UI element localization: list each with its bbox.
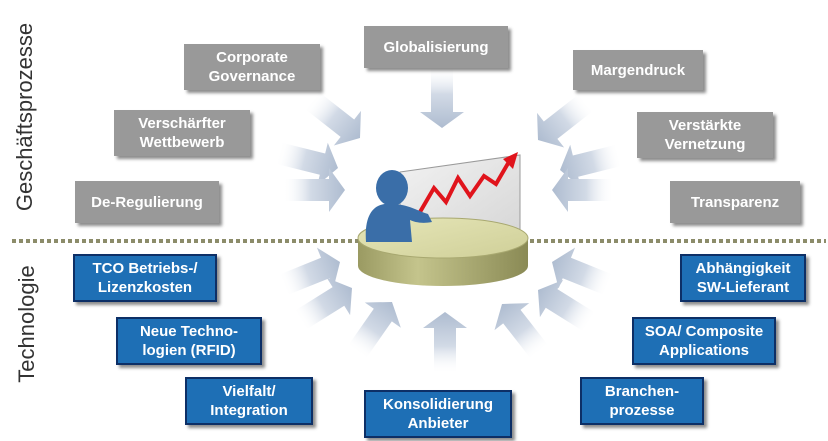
driver-line1: Branchen- xyxy=(604,383,680,400)
driver-margendruck: Margendruck xyxy=(573,50,703,90)
arrow-konsolidierung xyxy=(423,312,467,374)
arrow-corporate-governance xyxy=(304,91,361,146)
driver-tco: TCO Betriebs-/ Lizenzkosten xyxy=(73,254,217,302)
arrow-globalisierung xyxy=(420,66,464,128)
driver-line2: Applications xyxy=(658,342,749,359)
presenter-figure-icon xyxy=(365,170,432,242)
arrow-wettbewerb xyxy=(275,142,338,186)
driver-line1: SOA/ Composite xyxy=(644,323,764,340)
arrow-margendruck xyxy=(537,93,594,148)
driver-line1: Corporate xyxy=(216,49,288,66)
driver-line1: Konsolidierung xyxy=(383,396,493,413)
driver-line2: Integration xyxy=(210,402,288,419)
driver-line2: Anbieter xyxy=(407,415,469,432)
driver-line1: Margendruck xyxy=(590,61,686,79)
driver-line2: Governance xyxy=(208,68,296,85)
driver-line1: TCO Betriebs-/ xyxy=(92,260,198,277)
driver-neue-technologien: Neue Techno-logien (RFID) xyxy=(116,317,262,365)
arrow-de-regulierung xyxy=(283,168,345,212)
driver-line1: Verstärkte xyxy=(668,117,742,134)
arrow-transparenz xyxy=(552,168,614,212)
driver-line1: Neue Techno- xyxy=(139,323,239,340)
arrow-vernetzung xyxy=(560,144,623,188)
driver-line1: Transparenz xyxy=(690,193,780,211)
driver-line2: logien (RFID) xyxy=(142,342,236,359)
arrow-abhaengigkeit xyxy=(552,247,614,296)
arrow-branchenprozesse xyxy=(494,303,549,360)
arrow-neue-technologien xyxy=(293,277,352,331)
arrow-tco xyxy=(278,247,340,296)
driver-line1: Vielfalt/ xyxy=(222,383,276,400)
driver-line2: prozesse xyxy=(609,402,675,419)
driver-transparenz: Transparenz xyxy=(670,181,800,223)
arrow-soa xyxy=(538,279,597,333)
central-illustration xyxy=(357,152,529,286)
driver-globalisierung: Globalisierung xyxy=(364,26,508,68)
arrow-vielfalt xyxy=(347,302,401,360)
driver-line1: De-Regulierung xyxy=(91,193,203,211)
arrows-group xyxy=(275,66,623,374)
side-label-technology: Technologie xyxy=(14,265,39,383)
driver-branchenprozesse: Branchen-prozesse xyxy=(580,377,704,425)
driver-line2: Wettbewerb xyxy=(139,134,225,151)
driver-line1: Verschärfter xyxy=(138,115,226,132)
driver-de-regulierung: De-Regulierung xyxy=(75,181,219,223)
side-label-business: Geschäftsprozesse xyxy=(12,22,37,212)
driver-line2: SW-Lieferant xyxy=(696,279,790,296)
driver-line2: Lizenzkosten xyxy=(97,279,193,296)
driver-line2: Vernetzung xyxy=(664,136,746,153)
driver-vielfalt: Vielfalt/Integration xyxy=(185,377,313,425)
driver-line1: Abhängigkeit xyxy=(695,260,791,277)
driver-line1: Globalisierung xyxy=(383,38,489,56)
